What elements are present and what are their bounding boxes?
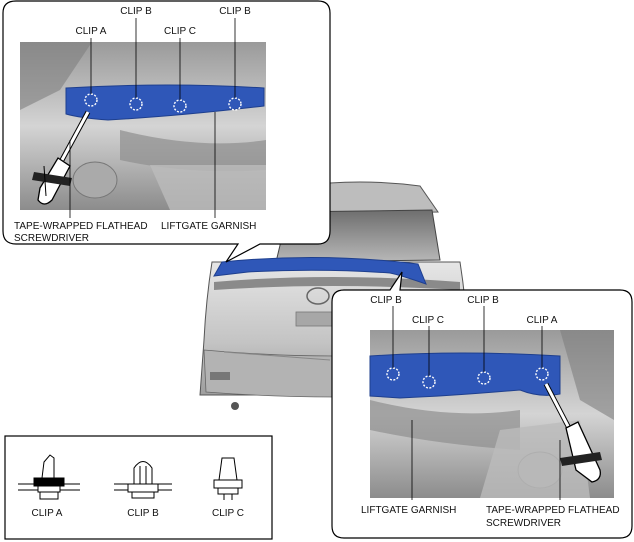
garnish-label: LIFTGATE GARNISH — [361, 505, 456, 516]
clip-b-marker — [129, 97, 143, 111]
clip-label: CLIP B — [467, 295, 499, 306]
tool-label: TAPE-WRAPPED FLATHEAD — [14, 221, 148, 232]
screwdriver-icon — [543, 382, 602, 483]
clip-label: CLIP A — [76, 26, 107, 37]
clip-label: CLIP A — [527, 315, 558, 326]
clip-label: CLIP B — [370, 295, 402, 306]
clip-b-marker — [386, 367, 400, 381]
clip-c-marker — [422, 375, 436, 389]
clip-a-icon — [18, 454, 80, 500]
callout-bottom-right-photo — [369, 330, 614, 498]
tool-label: SCREWDRIVER — [14, 233, 89, 244]
clip-c-marker — [173, 99, 187, 113]
clip-label: CLIP C — [164, 26, 196, 37]
clip-legend-label: CLIP C — [212, 508, 244, 519]
liftgate-garnish-panel — [65, 84, 265, 121]
garnish-label: LIFTGATE GARNISH — [161, 221, 256, 232]
clip-b-marker — [228, 97, 242, 111]
vehicle-liftgate-garnish — [213, 256, 427, 285]
clip-b-marker — [477, 371, 491, 385]
clip-label: CLIP C — [412, 315, 444, 326]
clip-label: CLIP B — [120, 6, 152, 17]
clip-label: CLIP B — [219, 6, 251, 17]
tool-label: SCREWDRIVER — [486, 518, 561, 529]
leader-lines-top-left — [69, 18, 236, 218]
clip-a-marker — [84, 93, 98, 107]
clip-a-marker — [535, 367, 549, 381]
screwdriver-icon — [32, 110, 91, 205]
clip-legend-label: CLIP A — [32, 508, 63, 519]
clip-c-icon — [213, 457, 243, 500]
clip-b-icon — [114, 461, 172, 499]
tool-label: TAPE-WRAPPED FLATHEAD — [486, 505, 620, 516]
leader-lines-bottom-right — [392, 306, 561, 500]
liftgate-garnish-panel — [369, 352, 561, 399]
clip-legend-label: CLIP B — [127, 508, 159, 519]
